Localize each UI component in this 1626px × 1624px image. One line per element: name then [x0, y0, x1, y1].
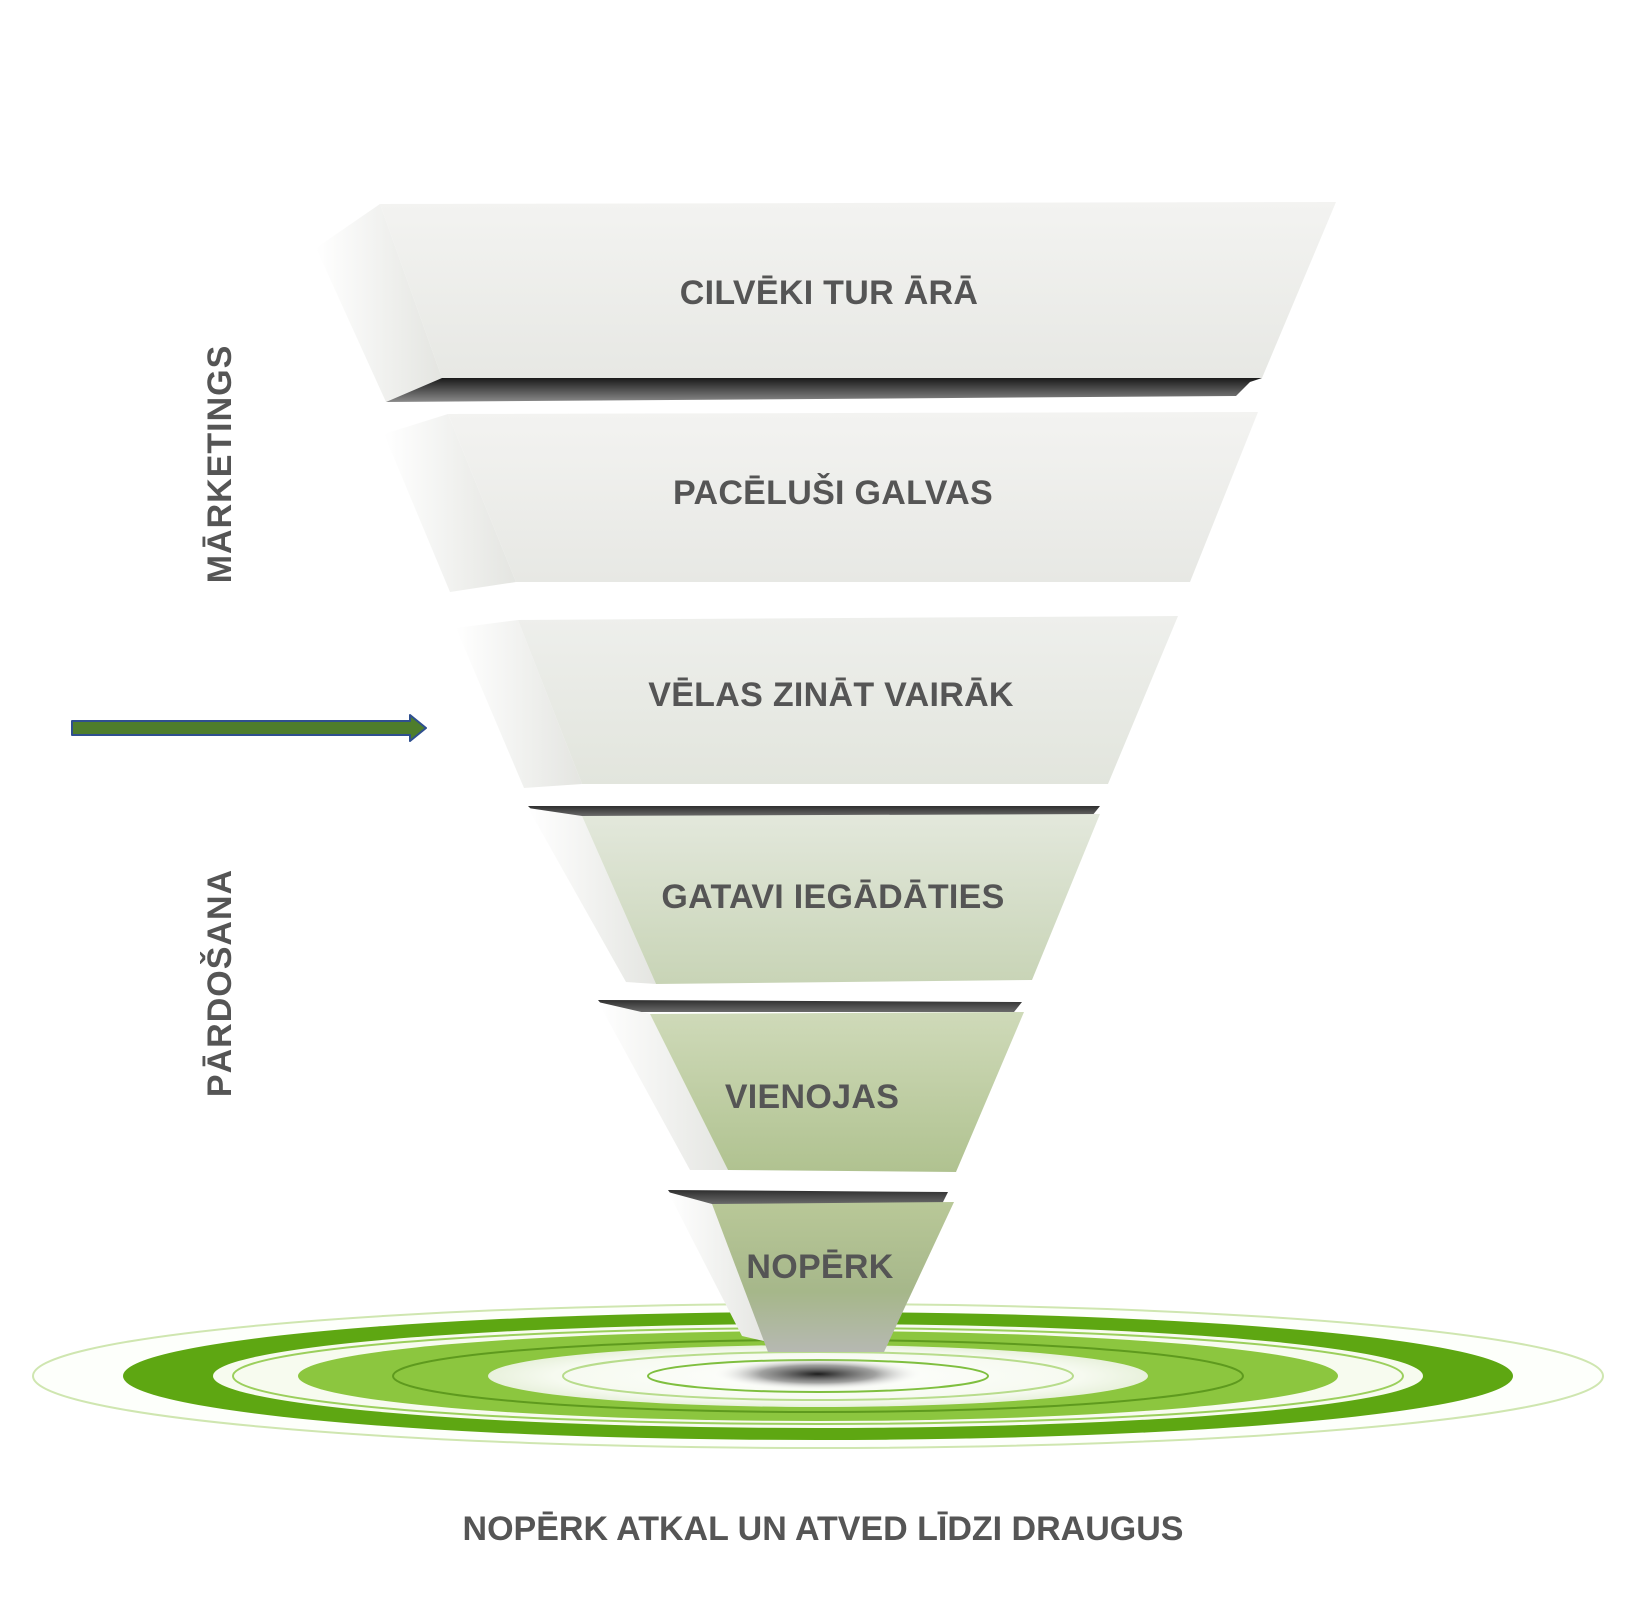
funnel-layer-4-face — [582, 814, 1100, 984]
funnel-layer-6 — [668, 1190, 954, 1352]
funnel-stage-label-6: NOPĒRK — [746, 1248, 893, 1286]
stage-pointer-arrow — [71, 714, 427, 742]
marketing-side-label: MĀRKETINGS — [201, 345, 239, 584]
funnel-stage-label-5: VIENOJAS — [725, 1078, 899, 1116]
funnel-layer-2-face — [448, 412, 1258, 582]
funnel-layer-6-top-opening — [668, 1190, 948, 1204]
right-arrow-icon — [71, 714, 427, 742]
bottom-caption: NOPĒRK ATKAL UN ATVED LĪDZI DRAUGUS — [463, 1510, 1184, 1548]
funnel-stage-label-3: VĒLAS ZINĀT VAIRĀK — [648, 676, 1014, 714]
funnel-layer-6-face — [712, 1202, 954, 1352]
funnel-layer-3-face — [518, 616, 1178, 784]
funnel-layer-1-left-side — [316, 204, 442, 402]
funnel-layer-3 — [456, 616, 1178, 788]
funnel-stage-labels: CILVĒKI TUR ĀRĀ PACĒLUŠI GALVAS VĒLAS ZI… — [648, 274, 1014, 1286]
funnel-layer-4-top-opening — [528, 806, 1100, 816]
funnel-layer-3-left-side — [456, 620, 582, 788]
funnel-layer-1 — [316, 202, 1336, 402]
funnel-layer-4 — [528, 806, 1100, 984]
funnel-layer-6-left-side — [668, 1192, 768, 1342]
funnel-layer-4-left-side — [528, 808, 656, 984]
funnel-layer-5-face — [650, 1012, 1024, 1172]
funnel-layer-1-face — [380, 202, 1336, 378]
funnel-stage-label-1: CILVĒKI TUR ĀRĀ — [680, 274, 979, 312]
funnel-layer-5-top-opening — [598, 1000, 1022, 1012]
sales-side-label: PĀRDOŠANA — [200, 869, 239, 1097]
funnel-layer-5-left-side — [598, 1002, 728, 1170]
funnel-layer-2 — [384, 412, 1258, 592]
target-rings — [32, 1303, 1604, 1449]
funnel-layer-2-left-side — [384, 414, 516, 592]
funnel-layer-5 — [598, 1000, 1024, 1172]
funnel-stage-label-2: PACĒLUŠI GALVAS — [673, 473, 993, 512]
funnel-layer-1-underside — [386, 378, 1262, 402]
funnel-base-shadow — [713, 1358, 923, 1390]
funnel — [316, 202, 1336, 1352]
funnel-stage-label-4: GATAVI IEGĀDĀTIES — [661, 878, 1004, 916]
